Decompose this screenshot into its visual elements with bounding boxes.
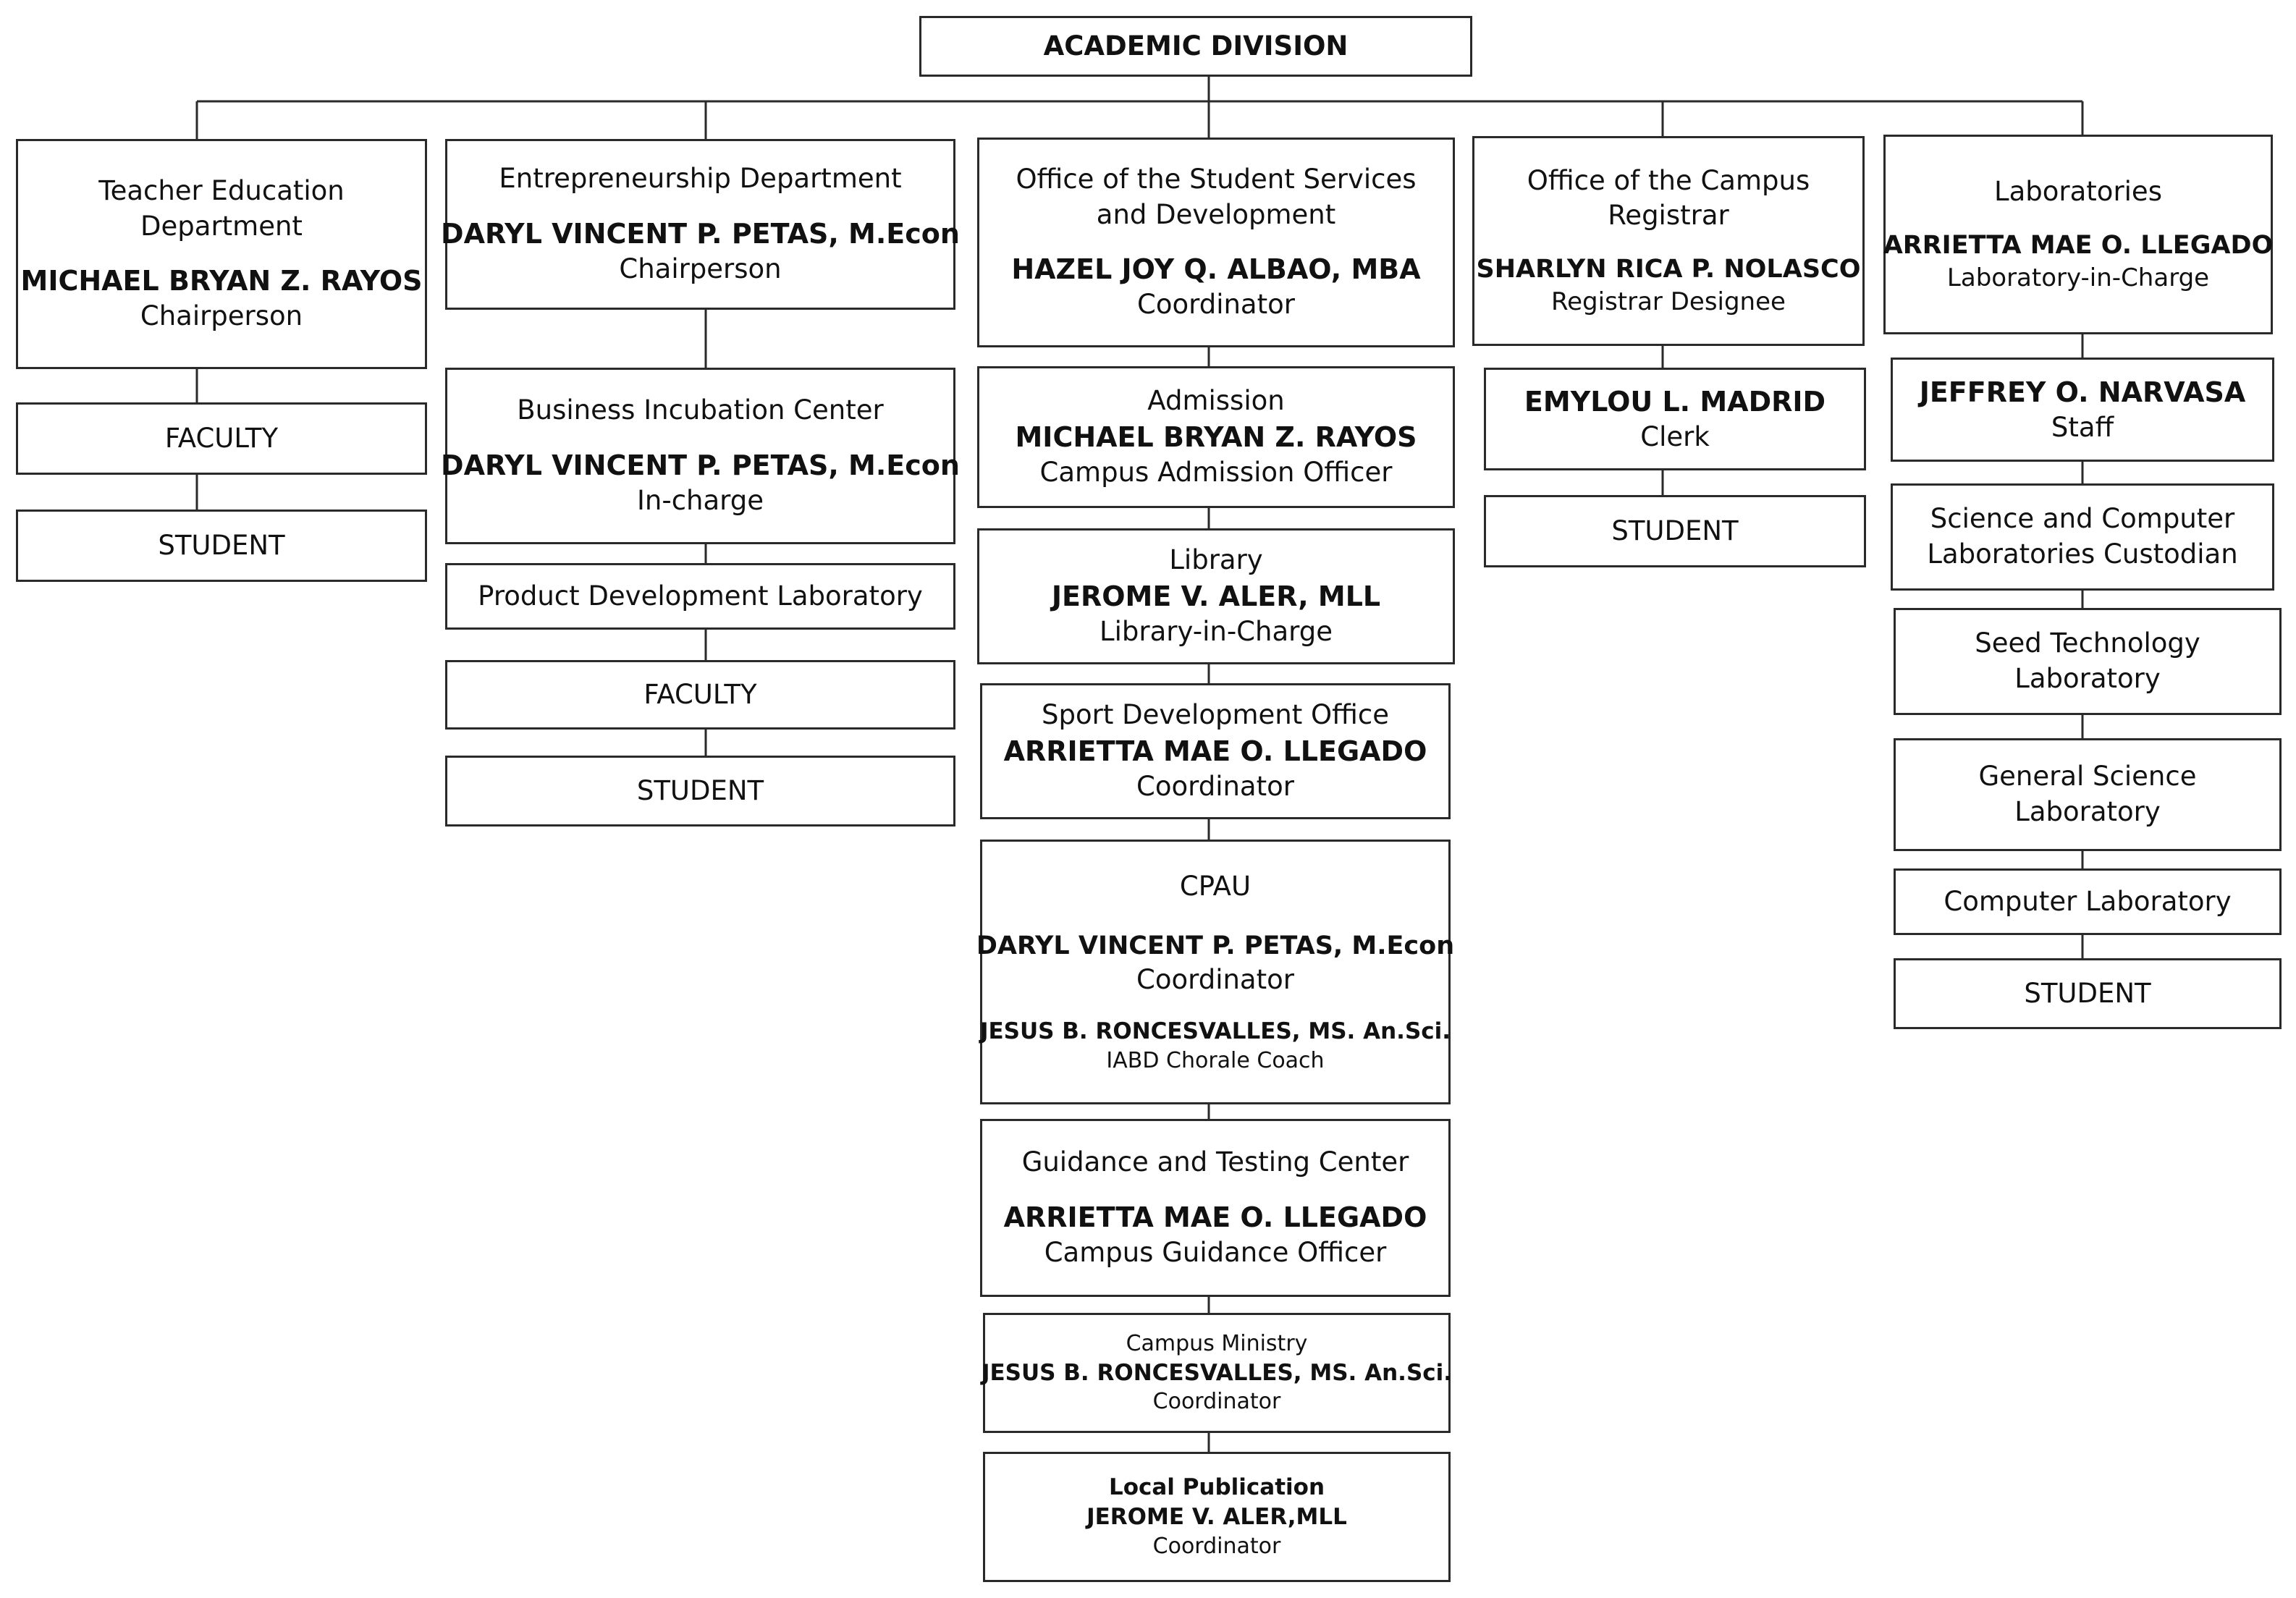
library-head-role: Library-in-Charge bbox=[1100, 616, 1333, 648]
entrepreneurship-head-name: DARYL VINCENT P. PETAS, M.Econ bbox=[441, 217, 960, 250]
registrar-clerk-box: EMYLOU L. MADRID Clerk bbox=[1484, 368, 1866, 470]
teacher-education-student-box: STUDENT bbox=[16, 510, 427, 582]
business-incubation-head-name: DARYL VINCENT P. PETAS, M.Econ bbox=[441, 449, 960, 481]
computer-lab-label: Computer Laboratory bbox=[1943, 885, 2232, 917]
lab-custodian-box: Science and Computer Laboratories Custod… bbox=[1891, 483, 2274, 591]
registrar-title-line1: Office of the Campus bbox=[1527, 164, 1810, 196]
product-development-lab-label: Product Development Laboratory bbox=[478, 580, 923, 612]
library-head-name: JEROME V. ALER, MLL bbox=[1051, 580, 1381, 612]
sport-development-head-name: ARRIETTA MAE O. LLEGADO bbox=[1003, 735, 1427, 767]
admission-head-role: Campus Admission Officer bbox=[1039, 457, 1393, 489]
campus-ministry-box: Campus Ministry JESUS B. RONCESVALLES, M… bbox=[981, 1313, 1453, 1433]
entrepreneurship-student-box: STUDENT bbox=[445, 756, 955, 827]
local-publication-head-role: Coordinator bbox=[1152, 1534, 1281, 1560]
laboratories-staff-role: Staff bbox=[2051, 411, 2114, 443]
registrar-student-box: STUDENT bbox=[1484, 495, 1866, 567]
teacher-education-title-line1: Teacher Education bbox=[98, 174, 345, 206]
registrar-head-role: Registrar Designee bbox=[1551, 287, 1786, 317]
guidance-testing-center-box: Guidance and Testing Center ARRIETTA MAE… bbox=[980, 1119, 1451, 1297]
entrepreneurship-student-label: STUDENT bbox=[636, 774, 764, 806]
campus-ministry-head-role: Coordinator bbox=[1152, 1389, 1281, 1415]
entrepreneurship-faculty-label: FACULTY bbox=[643, 678, 757, 710]
entrepreneurship-title: Entrepreneurship Department bbox=[499, 163, 902, 195]
academic-division-label: ACADEMIC DIVISION bbox=[1043, 30, 1349, 62]
entrepreneurship-faculty-box: FACULTY bbox=[445, 660, 955, 730]
laboratories-staff-name: JEFFREY O. NARVASA bbox=[1919, 376, 2246, 408]
lab-custodian-line2: Laboratories Custodian bbox=[1927, 538, 2238, 570]
campus-ministry-title: Campus Ministry bbox=[1126, 1330, 1308, 1356]
laboratories-staff-box: JEFFREY O. NARVASA Staff bbox=[1891, 358, 2274, 462]
cpau-head-name: DARYL VINCENT P. PETAS, M.Econ bbox=[976, 931, 1455, 960]
campus-ministry-head-name: JESUS B. RONCESVALLES, MS. An.Sci. bbox=[981, 1359, 1453, 1386]
laboratories-box: Laboratories ARRIETTA MAE O. LLEGADO Lab… bbox=[1883, 135, 2273, 334]
seed-technology-line2: Laboratory bbox=[2014, 663, 2161, 694]
general-science-line1: General Science bbox=[1978, 761, 2197, 792]
seed-technology-lab-box: Seed Technology Laboratory bbox=[1894, 608, 2282, 715]
business-incubation-title: Business Incubation Center bbox=[517, 394, 884, 426]
lab-custodian-line1: Science and Computer bbox=[1930, 503, 2235, 535]
computer-lab-box: Computer Laboratory bbox=[1894, 868, 2282, 935]
teacher-education-head-name: MICHAEL BRYAN Z. RAYOS bbox=[20, 265, 423, 297]
admission-head-name: MICHAEL BRYAN Z. RAYOS bbox=[1015, 420, 1417, 453]
registrar-clerk-name: EMYLOU L. MADRID bbox=[1524, 385, 1826, 418]
admission-box: Admission MICHAEL BRYAN Z. RAYOS Campus … bbox=[977, 366, 1455, 508]
registrar-title-line2: Registrar bbox=[1608, 200, 1729, 232]
teacher-education-dept-box: Teacher Education Department MICHAEL BRY… bbox=[16, 139, 427, 369]
teacher-education-title-line2: Department bbox=[140, 210, 303, 242]
library-title: Library bbox=[1169, 544, 1263, 576]
teacher-education-head-role: Chairperson bbox=[140, 300, 303, 332]
registrar-clerk-role: Clerk bbox=[1640, 420, 1710, 452]
local-publication-box: Local Publication JEROME V. ALER,MLL Coo… bbox=[983, 1452, 1451, 1582]
business-incubation-center-box: Business Incubation Center DARYL VINCENT… bbox=[441, 368, 960, 544]
local-publication-head-name: JEROME V. ALER,MLL bbox=[1086, 1504, 1347, 1531]
general-science-line2: Laboratory bbox=[2014, 796, 2161, 827]
registrar-head-name: SHARLYN RICA P. NOLASCO bbox=[1476, 255, 1861, 284]
teacher-education-faculty-label: FACULTY bbox=[164, 422, 279, 454]
student-services-title-line1: Office of the Student Services bbox=[1016, 163, 1417, 195]
sport-development-head-role: Coordinator bbox=[1136, 771, 1294, 803]
cpau-coach-name: JESUS B. RONCESVALLES, MS. An.Sci. bbox=[979, 1018, 1451, 1044]
registrar-student-label: STUDENT bbox=[1611, 515, 1739, 546]
cpau-head-role: Coordinator bbox=[1136, 963, 1294, 995]
campus-registrar-office-box: Office of the Campus Registrar SHARLYN R… bbox=[1472, 136, 1865, 346]
cpau-title: CPAU bbox=[1179, 870, 1252, 902]
library-box: Library JEROME V. ALER, MLL Library-in-C… bbox=[977, 528, 1455, 664]
guidance-title: Guidance and Testing Center bbox=[1021, 1146, 1409, 1178]
laboratories-head-name: ARRIETTA MAE O. LLEGADO bbox=[1883, 230, 2274, 260]
student-services-office-box: Office of the Student Services and Devel… bbox=[977, 138, 1455, 347]
entrepreneurship-dept-box: Entrepreneurship Department DARYL VINCEN… bbox=[441, 139, 960, 310]
student-services-head-name: HAZEL JOY Q. ALBAO, MBA bbox=[1011, 253, 1421, 286]
laboratories-student-box: STUDENT bbox=[1894, 958, 2282, 1029]
entrepreneurship-head-role: Chairperson bbox=[619, 253, 782, 285]
laboratories-head-role: Laboratory-in-Charge bbox=[1946, 263, 2210, 293]
guidance-head-name: ARRIETTA MAE O. LLEGADO bbox=[1003, 1201, 1427, 1233]
seed-technology-line1: Seed Technology bbox=[1975, 627, 2200, 659]
laboratories-student-label: STUDENT bbox=[2024, 977, 2151, 1009]
guidance-head-role: Campus Guidance Officer bbox=[1044, 1237, 1387, 1269]
teacher-education-faculty-box: FACULTY bbox=[16, 402, 427, 475]
student-services-title-line2: and Development bbox=[1096, 198, 1336, 230]
cpau-coach-role: IABD Chorale Coach bbox=[1106, 1047, 1325, 1073]
student-services-head-role: Coordinator bbox=[1137, 289, 1295, 321]
general-science-lab-box: General Science Laboratory bbox=[1894, 738, 2282, 851]
product-development-lab-box: Product Development Laboratory bbox=[445, 563, 955, 630]
academic-division-box: ACADEMIC DIVISION bbox=[919, 16, 1472, 77]
cpau-box: CPAU DARYL VINCENT P. PETAS, M.Econ Coor… bbox=[976, 840, 1454, 1104]
business-incubation-head-role: In-charge bbox=[637, 485, 764, 517]
admission-title: Admission bbox=[1147, 385, 1285, 417]
laboratories-title: Laboratories bbox=[1994, 176, 2162, 208]
teacher-education-student-label: STUDENT bbox=[158, 529, 285, 561]
sport-development-office-box: Sport Development Office ARRIETTA MAE O.… bbox=[980, 683, 1451, 819]
sport-development-title: Sport Development Office bbox=[1042, 699, 1389, 731]
local-publication-title: Local Publication bbox=[1108, 1474, 1325, 1501]
